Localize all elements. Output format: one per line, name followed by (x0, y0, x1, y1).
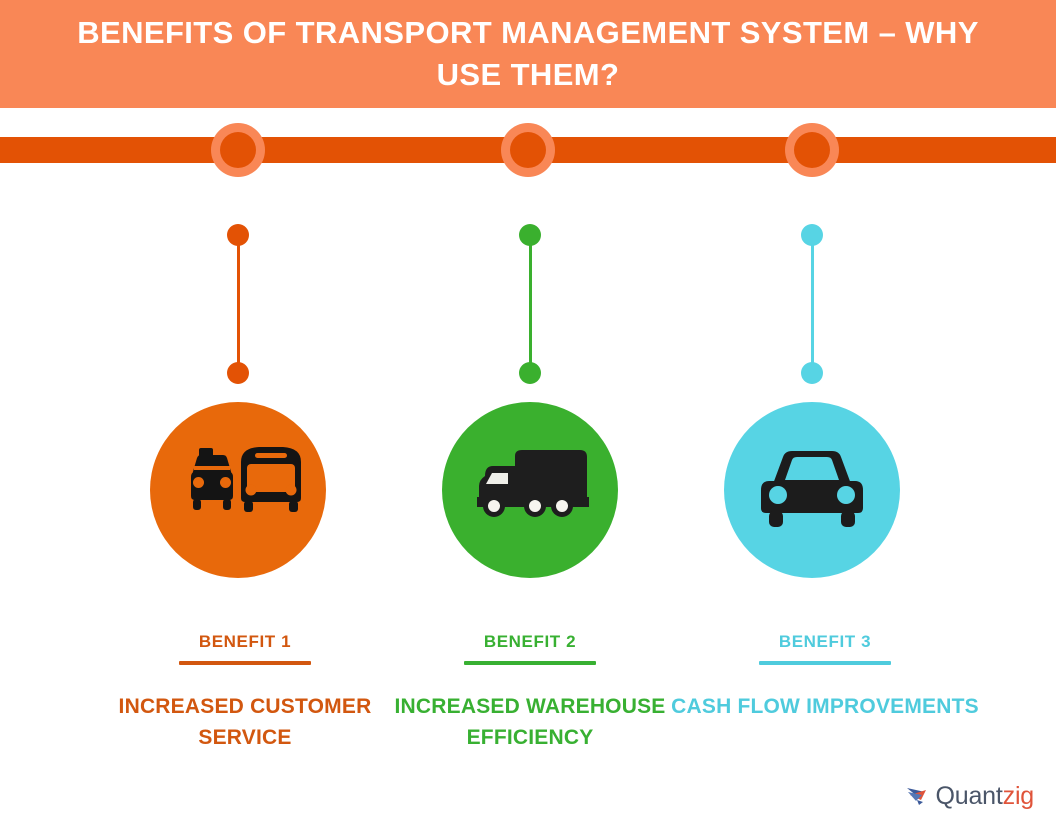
connector-dot-bottom-1 (227, 362, 249, 384)
car-icon (761, 451, 863, 527)
timeline-node-3 (785, 123, 839, 177)
header-band: BENEFITS OF TRANSPORT MANAGEMENT SYSTEM … (0, 0, 1056, 108)
connector-dot-bottom-2 (519, 362, 541, 384)
benefit-block-3: BENEFIT 3 CASH FLOW IMPROVEMENTS (665, 632, 985, 722)
timeline-node-core-1 (220, 132, 256, 168)
timeline-node-core-3 (794, 132, 830, 168)
timeline-node-2 (501, 123, 555, 177)
connector-stem-3 (810, 235, 814, 373)
benefit-description-3: CASH FLOW IMPROVEMENTS (671, 695, 979, 718)
connector-dot-bottom-3 (801, 362, 823, 384)
benefit-rule-2 (464, 661, 596, 665)
connector-stem-1 (236, 235, 240, 373)
benefit-kicker-1: BENEFIT 1 (198, 632, 292, 651)
timeline-node-1 (211, 123, 265, 177)
quantzig-logo-text: Quantzig (935, 782, 1035, 810)
delivery-truck-icon (477, 450, 589, 517)
benefit-kicker-2: BENEFIT 2 (483, 632, 577, 651)
benefit-block-1: BENEFIT 1 INCREASED CUSTOMER SERVICE (85, 632, 405, 753)
benefit-block-2: BENEFIT 2 INCREASED WAREHOUSE EFFICIENCY (360, 632, 700, 753)
benefit-icon-circle-1 (150, 402, 326, 578)
benefit-icon-circle-3 (724, 402, 900, 578)
connector-2 (519, 224, 541, 384)
logo-name-primary: Quant (935, 782, 1003, 810)
benefit-description-1: INCREASED CUSTOMER SERVICE (118, 695, 372, 749)
benefit-kicker-3: BENEFIT 3 (778, 632, 872, 651)
quantzig-logo-mark-icon (906, 788, 926, 805)
benefit-rule-1 (179, 661, 311, 665)
benefit-description-2: INCREASED WAREHOUSE EFFICIENCY (394, 695, 666, 749)
logo-name-secondary: zig (1002, 782, 1035, 810)
connector-stem-2 (528, 235, 532, 373)
quantzig-logo: Quantzig (905, 779, 1034, 813)
connector-1 (227, 224, 249, 384)
benefit-icon-circle-2 (442, 402, 618, 578)
benefit-rule-3 (759, 661, 891, 665)
timeline-node-core-2 (510, 132, 546, 168)
connector-3 (801, 224, 823, 384)
page-title: BENEFITS OF TRANSPORT MANAGEMENT SYSTEM … (77, 15, 979, 92)
taxi-and-bus-icon (191, 447, 301, 512)
